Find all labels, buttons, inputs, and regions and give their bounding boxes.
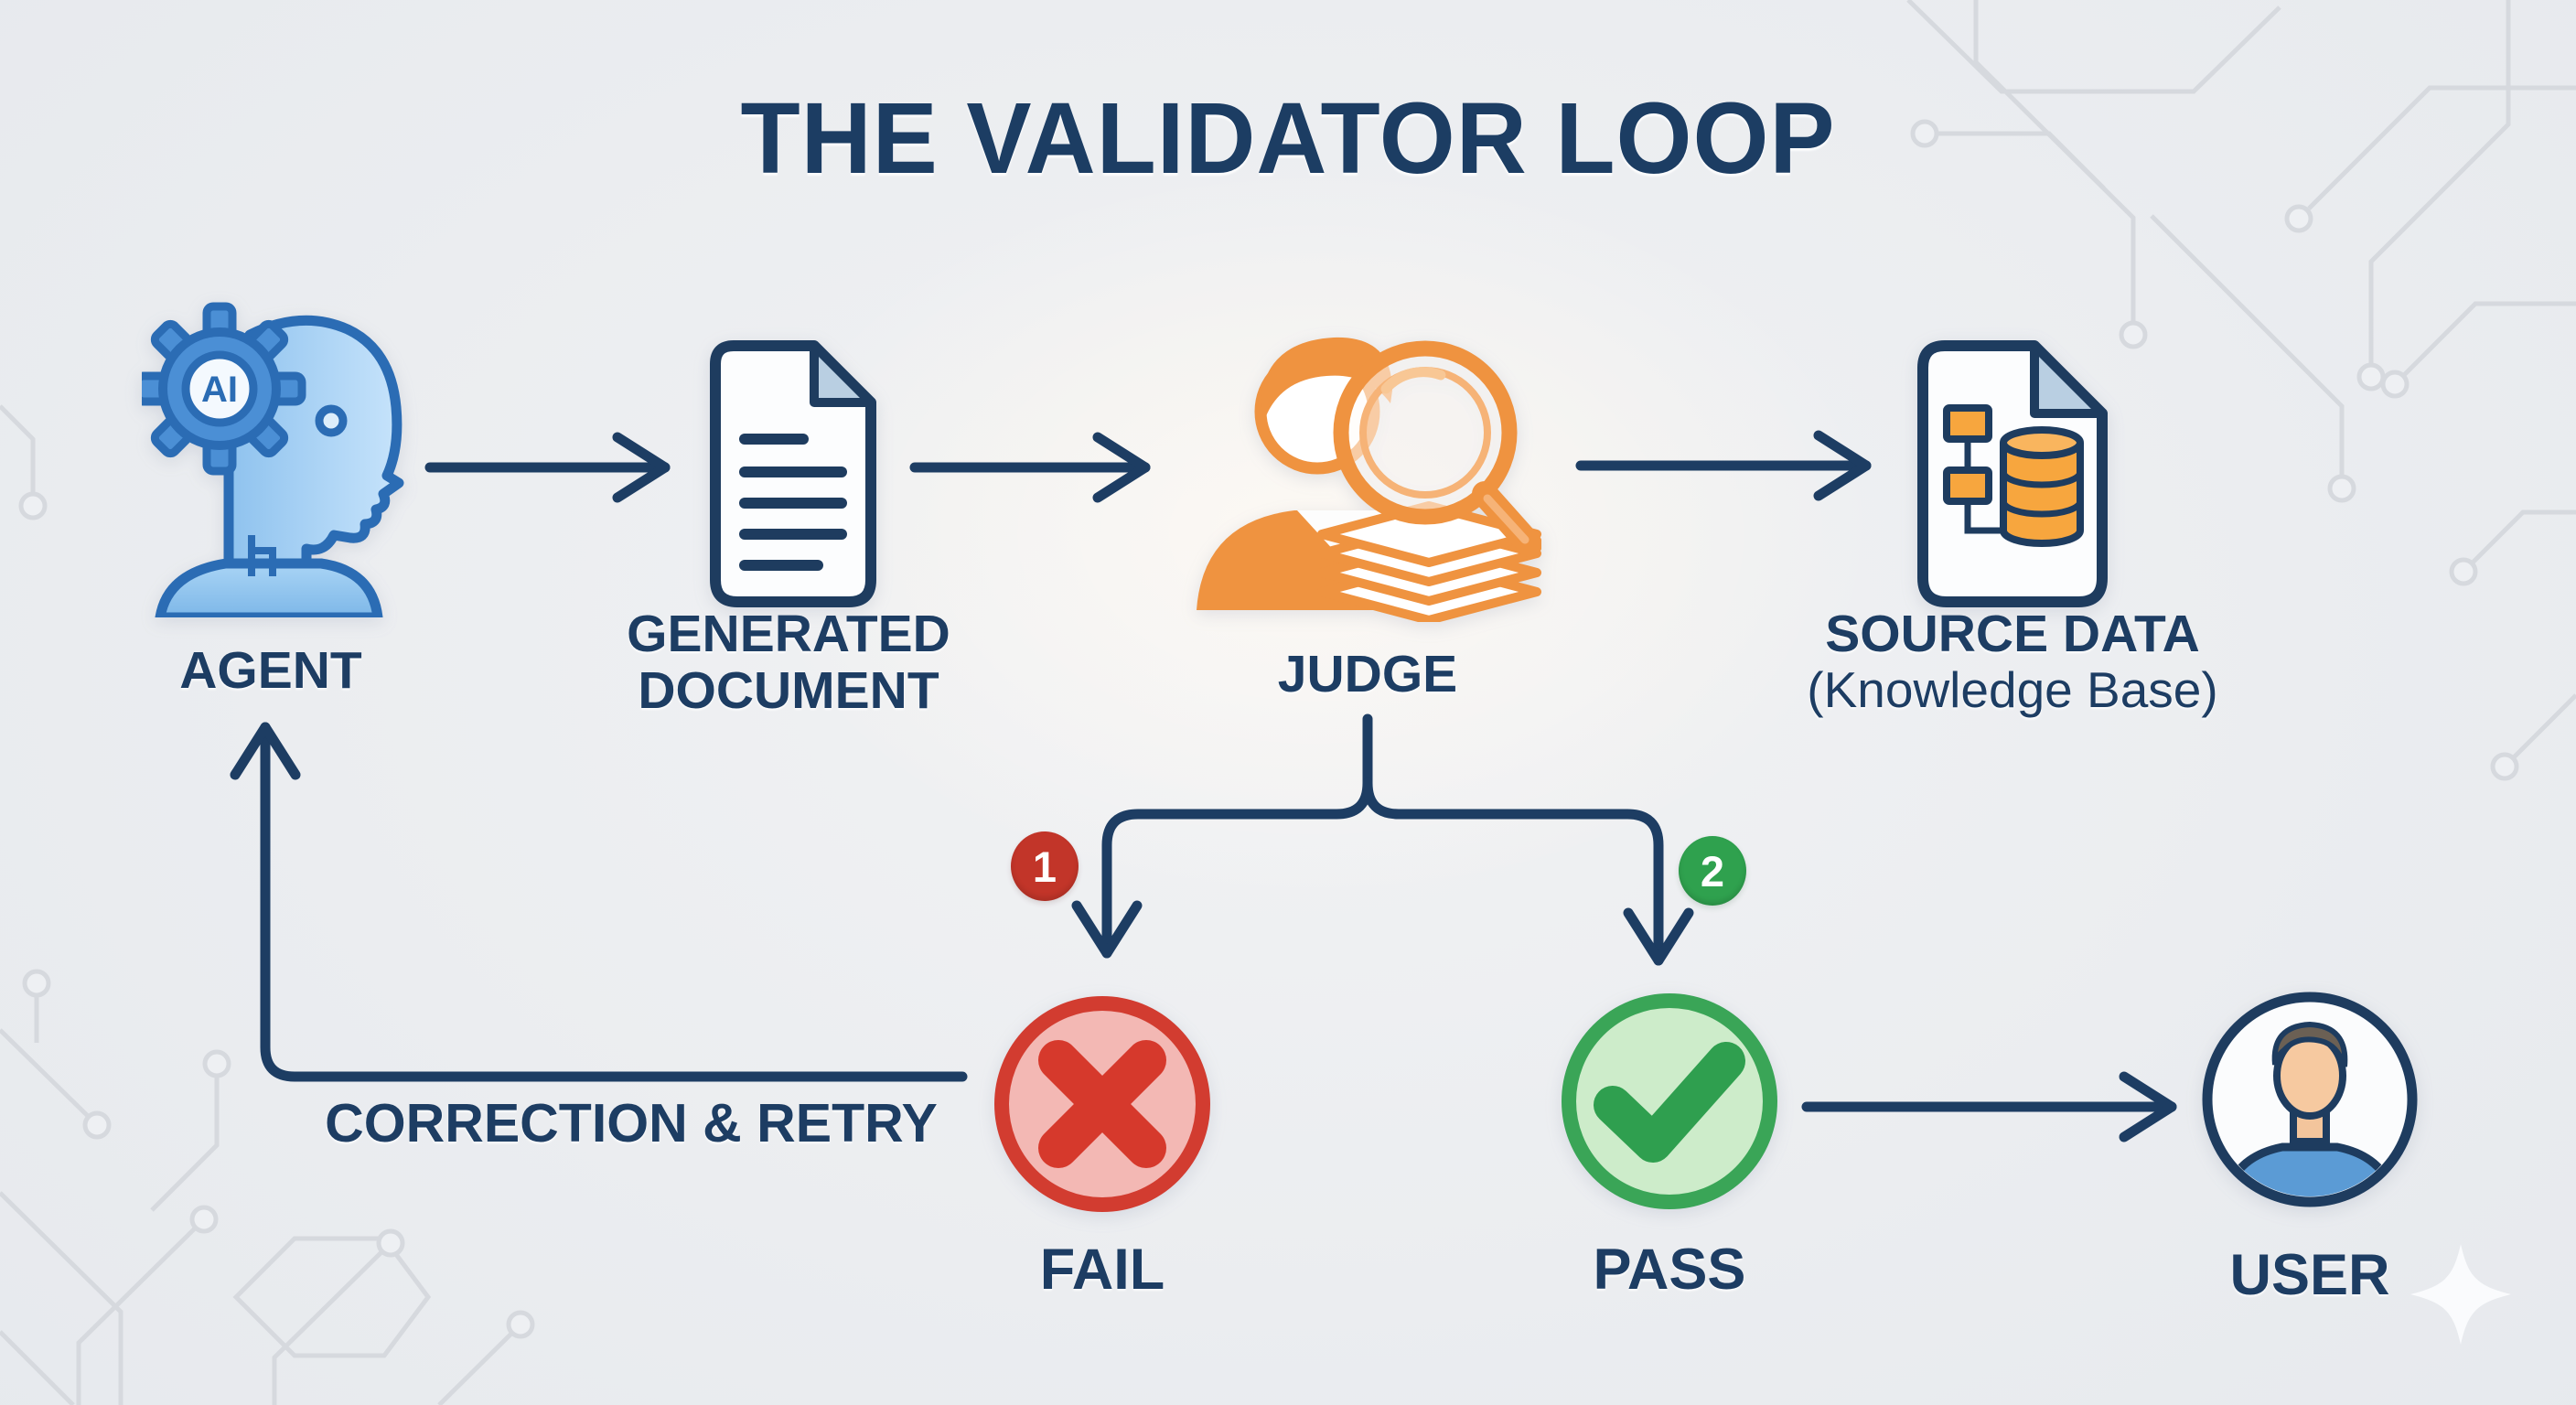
user-label: USER (2229, 1243, 2390, 1307)
sparkle-icon (2410, 1244, 2511, 1345)
arrowhead-right-icon (612, 432, 671, 503)
arrowhead-down-icon (1623, 907, 1694, 966)
source-data-label: SOURCE DATA (1825, 605, 2200, 663)
arrowhead-up-icon (230, 722, 301, 780)
fail-branch-badge: 1 (1011, 831, 1079, 901)
cross-circle-icon (994, 996, 1210, 1212)
judge-label: JUDGE (1277, 645, 1458, 703)
arrow-fail-to-agent-loop (260, 722, 968, 1082)
document-icon (710, 340, 876, 607)
arrowhead-right-icon (2119, 1071, 2177, 1142)
check-circle-icon (1562, 993, 1777, 1209)
correction-retry-label: CORRECTION & RETRY (325, 1093, 938, 1153)
person-avatar-icon (2202, 992, 2418, 1207)
fail-label: FAIL (1039, 1238, 1165, 1302)
pass-label: PASS (1593, 1238, 1746, 1302)
arrowhead-right-icon (1813, 430, 1872, 501)
arrow-judge-to-pass (1362, 778, 1664, 966)
ai-head-gear-icon: AI (142, 302, 404, 617)
pass-branch-badge: 2 (1679, 836, 1746, 906)
arrowhead-down-icon (1071, 900, 1143, 959)
source-data-sublabel: (Knowledge Base) (1807, 661, 2218, 718)
agent-label: AGENT (179, 641, 362, 700)
gear-ai-text: AI (201, 370, 238, 410)
generated-document-label: GENERATED DOCUMENT (627, 605, 950, 720)
arrowhead-right-icon (1092, 432, 1151, 503)
judge-magnifier-icon (1197, 337, 1541, 622)
arrow-judge-to-fail (1101, 778, 1373, 959)
database-document-icon (1917, 340, 2108, 607)
page-title: THE VALIDATOR LOOP (740, 82, 1836, 195)
